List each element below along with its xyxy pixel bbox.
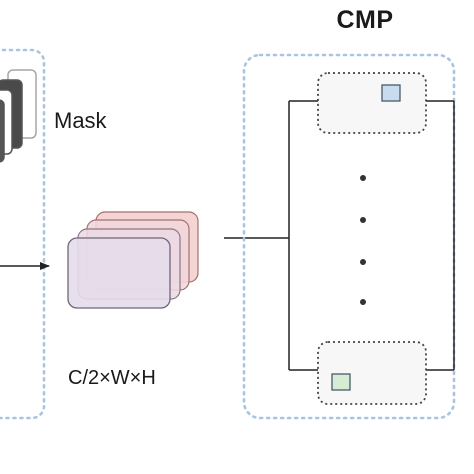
dimension-label: C/2×W×H — [68, 367, 156, 389]
branch-lines — [288, 100, 455, 371]
branch-box-bottom — [317, 341, 427, 405]
feature-map-stack — [67, 211, 199, 309]
branch-box-top — [317, 72, 427, 134]
left-group-frame — [0, 48, 46, 420]
ellipsis-icon — [360, 175, 366, 305]
mask-label: Mask — [54, 108, 107, 133]
small-square-green — [331, 373, 351, 391]
small-square-blue — [381, 84, 401, 102]
mask-stack — [0, 69, 37, 163]
diagram-title: CMP — [336, 6, 394, 34]
